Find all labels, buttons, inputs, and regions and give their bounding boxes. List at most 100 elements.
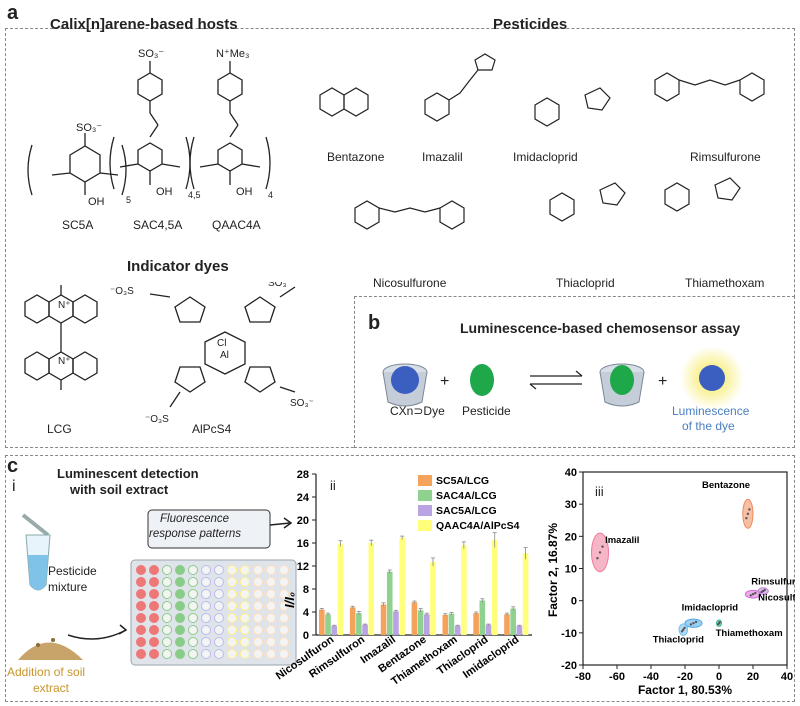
scatter-point (596, 557, 599, 560)
host-label-qaac4a: QAAC4A (212, 218, 261, 232)
bar (399, 537, 405, 635)
well (149, 577, 159, 587)
well (214, 625, 224, 635)
well (214, 589, 224, 599)
well (175, 589, 185, 599)
well (240, 601, 250, 611)
scatter-x-tick-label: -60 (609, 671, 625, 683)
pesticide-icon (470, 364, 494, 396)
bar (461, 545, 467, 635)
well (201, 637, 211, 647)
well (266, 649, 276, 659)
well (266, 589, 276, 599)
scatter-point (680, 630, 684, 633)
well (227, 649, 237, 659)
well (175, 625, 185, 635)
svg-text:Cl: Cl (217, 338, 226, 349)
panel-b-letter: b (368, 312, 381, 334)
well (136, 637, 146, 647)
scatter-point (763, 588, 766, 592)
well (149, 625, 159, 635)
assay-scheme: + + (382, 346, 744, 410)
scatter-point (746, 512, 750, 516)
well (266, 613, 276, 623)
svg-text:4: 4 (268, 190, 273, 200)
cluster-label: Imazalil (605, 535, 639, 546)
soil-label-1: Addition of soil (7, 665, 86, 679)
pesticide-label-nicosulfurone: Nicosulfurone (373, 276, 447, 290)
bar (325, 614, 331, 635)
callout-arrow-icon (269, 522, 291, 526)
well (188, 613, 198, 623)
scatter-y-tick-label: -20 (561, 660, 577, 672)
svg-text:N⁺Me₃: N⁺Me₃ (216, 48, 250, 60)
pesticide-label-imidacloprid: Imidacloprid (513, 150, 578, 164)
host-label-sc5a: SC5A (62, 218, 94, 232)
bar (417, 610, 424, 635)
well (214, 637, 224, 647)
host-pesticide-complex-icon (599, 363, 645, 407)
well (240, 637, 250, 647)
well (279, 649, 289, 659)
host-dye-complex-icon (382, 363, 428, 407)
well (162, 649, 172, 659)
svg-text:SO₃⁻: SO₃⁻ (290, 398, 314, 409)
well (162, 613, 172, 623)
scatter-point (749, 594, 752, 597)
well (279, 625, 289, 635)
well (175, 601, 185, 611)
bar (504, 614, 510, 635)
well (240, 625, 250, 635)
scatter-point (598, 551, 602, 554)
scatter-y-tick-label: 20 (565, 531, 577, 543)
cluster-label: Nicosulfuron (758, 593, 795, 604)
well (175, 637, 185, 647)
well (227, 589, 237, 599)
dye-structures: Cl Al N⁺ N⁺ ⁻O₃S SO₃⁻ ⁻O₃S SO₃⁻ (24, 282, 314, 425)
equilibrium-arrows-icon (529, 370, 583, 390)
bar (337, 543, 344, 635)
bar-y-tick-label: 8 (303, 584, 309, 596)
well (175, 613, 185, 623)
bar (442, 614, 449, 635)
well (240, 649, 250, 659)
cluster-label: Bentazone (702, 480, 750, 491)
well (253, 613, 263, 623)
well (227, 613, 237, 623)
svg-text:OH: OH (156, 186, 173, 198)
pipette-tube-icon (21, 513, 51, 591)
svg-text:N⁺: N⁺ (58, 300, 71, 311)
well (136, 565, 146, 575)
scatter-y-tick-label: 30 (565, 499, 577, 511)
detection-title-1: Luminescent detection (57, 466, 199, 481)
well (253, 601, 263, 611)
well (279, 637, 289, 647)
bar (331, 625, 338, 635)
mixture-label-1: Pesticide (48, 564, 97, 578)
well (214, 565, 224, 575)
bar (522, 553, 529, 635)
svg-text:5: 5 (126, 195, 131, 205)
bar (349, 607, 356, 635)
patterns-label-1: Fluorescence (160, 513, 230, 525)
well (214, 601, 224, 611)
bar (368, 543, 375, 635)
sc5a-structure (27, 133, 127, 196)
scatter-x-tick-label: 20 (747, 671, 759, 683)
well (240, 565, 250, 575)
bar (386, 571, 393, 635)
svg-text:OH: OH (236, 186, 253, 198)
well (214, 577, 224, 587)
bar-y-axis-label: I/I₀ (282, 592, 297, 608)
host-structures: SO₃⁻ OH 5 SO₃⁻ OH 4,5 N⁺Me₃ OH 4 (27, 48, 273, 208)
cluster-label: Imidacloprid (682, 602, 739, 613)
pesticide-label-imazalil: Imazalil (422, 150, 463, 164)
lcg-structure (24, 285, 98, 390)
well (201, 625, 211, 635)
bar-y-tick-label: 28 (297, 469, 309, 481)
cluster-label: Thiacloprid (653, 634, 704, 645)
pesticide-structures (319, 53, 765, 230)
soil-pile-icon (18, 638, 83, 660)
pesticide-label-thiamethoxam: Thiamethoxam (685, 276, 765, 290)
